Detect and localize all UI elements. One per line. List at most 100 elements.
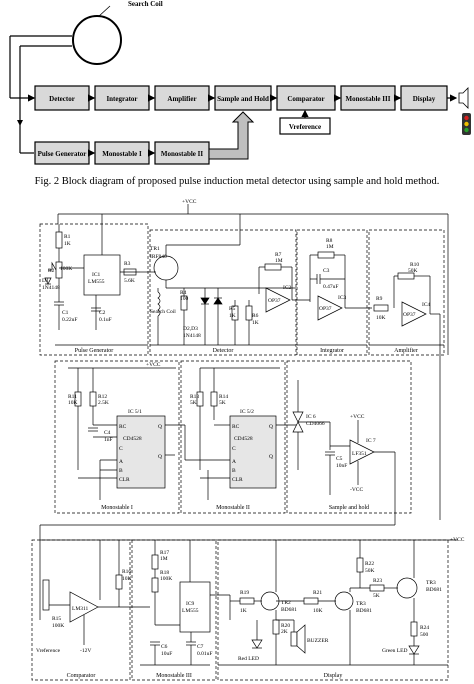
d2d3-label: D2,D3 bbox=[183, 326, 198, 332]
ic51-label: IC 5/1 bbox=[128, 409, 142, 415]
ic51-q-pin: Q bbox=[158, 424, 162, 430]
green-led-label: Green LED bbox=[382, 648, 408, 654]
search-coil-inductor bbox=[157, 291, 161, 317]
tr3a-label: TR3 bbox=[356, 601, 366, 607]
op4-label: OP37 bbox=[403, 312, 416, 318]
search-coil-label: Search Coil bbox=[150, 309, 176, 315]
vcc-right-label: +VCC bbox=[450, 537, 465, 543]
buzzer-label: BUZZER bbox=[307, 638, 329, 644]
r3-resistor bbox=[123, 268, 137, 276]
red-led bbox=[251, 639, 263, 649]
monostable1-title: Monostable I bbox=[101, 505, 133, 511]
tr3-small-transistor bbox=[334, 591, 354, 611]
r17-resistor bbox=[151, 554, 159, 570]
r7-resistor bbox=[264, 263, 282, 271]
r19-label: R19 bbox=[240, 590, 249, 596]
tr3b-label: TR3 bbox=[426, 580, 436, 586]
block-diagram: Search Coil Detector Integrator Amplifie… bbox=[9, 0, 471, 187]
amplifier-title: Amplifier bbox=[394, 347, 418, 354]
ic7-label: IC 7 bbox=[366, 438, 376, 444]
ic1-value: LM555 bbox=[88, 279, 105, 285]
amplifier-block-label: Amplifier bbox=[167, 95, 196, 103]
ic52-c-pin: C bbox=[232, 446, 236, 452]
detector-block bbox=[34, 85, 90, 111]
r1-resistor bbox=[55, 231, 63, 249]
schematic bbox=[31, 204, 458, 681]
r3-label: R3 bbox=[124, 261, 131, 267]
tr1-value: IRF840 bbox=[150, 254, 167, 260]
r9-resistor bbox=[373, 304, 389, 312]
ic4-opamp bbox=[401, 301, 427, 327]
ic1-chip bbox=[83, 254, 121, 296]
c6-label: C6 bbox=[161, 644, 168, 650]
ic6-label: IC 6 bbox=[306, 414, 316, 420]
c6-value: 10uF bbox=[161, 651, 172, 657]
ic7-value: LF351 bbox=[352, 451, 367, 457]
r8-value: 1M bbox=[326, 244, 334, 250]
yellow-lamp-icon bbox=[464, 121, 469, 127]
integrator-title: Integrator bbox=[320, 348, 344, 354]
ic51-a-pin: A bbox=[119, 459, 123, 465]
r20-label: R20 bbox=[281, 623, 290, 629]
ic7-opamp bbox=[349, 439, 375, 465]
monostable2-title: Monostable II bbox=[216, 505, 250, 511]
search-coil-label: Search Coil bbox=[128, 0, 163, 8]
d1-label: D1 bbox=[42, 278, 49, 284]
sample-hold-title: Sample and hold bbox=[329, 505, 369, 511]
ic6-switch-top bbox=[292, 411, 304, 423]
cd4528b-label: CD4528 bbox=[234, 436, 253, 442]
r1-label: R1 bbox=[64, 234, 71, 240]
r21-value: 10K bbox=[313, 608, 323, 614]
monostable2-section bbox=[180, 360, 286, 514]
tr2-label: TR2 bbox=[281, 600, 291, 606]
display-block-label: Display bbox=[413, 95, 436, 103]
r5-label: R5 bbox=[229, 306, 236, 312]
r15-resistor bbox=[42, 579, 50, 611]
r6-label: R6 bbox=[252, 313, 259, 319]
r24-resistor bbox=[410, 621, 418, 637]
r11-label: R11 bbox=[68, 394, 77, 400]
r2-label: R2 bbox=[48, 268, 55, 274]
ic1-label: IC1 bbox=[92, 272, 101, 278]
r6-value: 1K bbox=[252, 320, 259, 326]
pulse-generator-title: Pulse Generator bbox=[75, 348, 114, 354]
r7-value: 1M bbox=[275, 258, 283, 264]
ic9-chip bbox=[179, 581, 211, 633]
vref-label: Vreference bbox=[36, 647, 61, 654]
r23-resistor bbox=[369, 584, 385, 592]
monostable2-block-label: Monostable II bbox=[161, 150, 203, 158]
ic52-rc-pin: RC bbox=[232, 424, 240, 430]
d2d3-value: 1N4148 bbox=[183, 333, 201, 339]
r21-resistor bbox=[303, 597, 319, 605]
c4-label: C4 bbox=[104, 430, 111, 436]
r12-value: 2.5K bbox=[98, 400, 109, 406]
r16-label: R16 bbox=[122, 569, 131, 575]
r15-label: R15 bbox=[52, 616, 61, 622]
vreference-block-label: Vreference bbox=[289, 123, 321, 131]
buzzer-cone bbox=[296, 624, 306, 654]
detector-title: Detector bbox=[213, 348, 234, 354]
sample-hold-section bbox=[286, 360, 412, 514]
r13-label: R13 bbox=[190, 394, 199, 400]
r13-value: 5K bbox=[190, 400, 197, 406]
r15-value: 100K bbox=[52, 623, 64, 629]
d1-diode bbox=[44, 277, 52, 285]
ic2-opamp bbox=[265, 287, 291, 313]
r4-value: 100 bbox=[180, 296, 189, 302]
red-led-label: Red LED bbox=[238, 656, 259, 662]
ic51-clr-pin: CLR bbox=[119, 477, 130, 483]
r12-label: R12 bbox=[98, 394, 107, 400]
monostable3-title: Monostable III bbox=[156, 673, 192, 679]
ic52-label: IC 5/2 bbox=[240, 409, 254, 415]
vcc-neg-label: -VCC bbox=[350, 487, 363, 493]
c2-label: C2 bbox=[99, 310, 106, 316]
ic51-c-pin: C bbox=[119, 446, 123, 452]
r5-value: 1K bbox=[229, 313, 236, 319]
search-coil-symbol bbox=[72, 15, 122, 65]
c2-value: 0.1uF bbox=[99, 317, 112, 323]
r18-label: R18 bbox=[160, 570, 169, 576]
r20-resistor bbox=[272, 619, 280, 635]
pulse-generator-section bbox=[39, 223, 149, 356]
detector-block-label: Detector bbox=[49, 95, 75, 103]
